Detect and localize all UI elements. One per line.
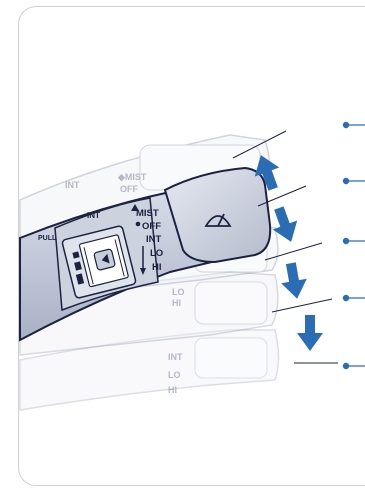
callout-dot [342, 294, 350, 302]
svg-text:◆MIST: ◆MIST [117, 172, 147, 182]
off-label: OFF [142, 221, 161, 232]
down-arrow-icon [297, 315, 323, 351]
lo-label: LO [150, 248, 163, 259]
hi-label: HI [152, 262, 162, 273]
mist-arrow-icon [131, 204, 146, 275]
lever-labels: MIST OFF INT LO HI PULL INT [38, 208, 163, 273]
svg-text:INT: INT [65, 180, 80, 190]
callout-markers [342, 121, 365, 370]
ghost-stalk-lower [19, 329, 280, 411]
int-label: INT [146, 234, 162, 245]
svg-text:HI: HI [172, 298, 181, 308]
ghost-labels: ◆MIST OFF INT LO HI INT LO HI [65, 172, 185, 395]
down-arrow-icon [272, 206, 298, 242]
wiper-button [163, 166, 272, 264]
svg-text:INT: INT [168, 352, 183, 362]
svg-text:LO: LO [172, 287, 185, 297]
figure-frame [18, 6, 365, 486]
pull-label: PULL [38, 235, 57, 242]
callout-dot [342, 237, 350, 245]
down-arrow-icon [281, 262, 307, 299]
int-speed-indicator [72, 251, 85, 285]
svg-text:OFF: OFF [120, 184, 138, 194]
mist-label: MIST [136, 208, 159, 219]
windshield-wiper-icon [204, 213, 232, 227]
callout-dot [342, 177, 350, 185]
leader-lines [232, 130, 338, 364]
callout-dot [342, 362, 350, 370]
svg-text:INT: INT [87, 211, 100, 220]
up-arrow-icon [254, 155, 280, 191]
callout-dot [342, 121, 350, 129]
int-dial [61, 225, 137, 299]
svg-text:LO: LO [168, 370, 181, 380]
svg-text:HI: HI [168, 385, 177, 395]
